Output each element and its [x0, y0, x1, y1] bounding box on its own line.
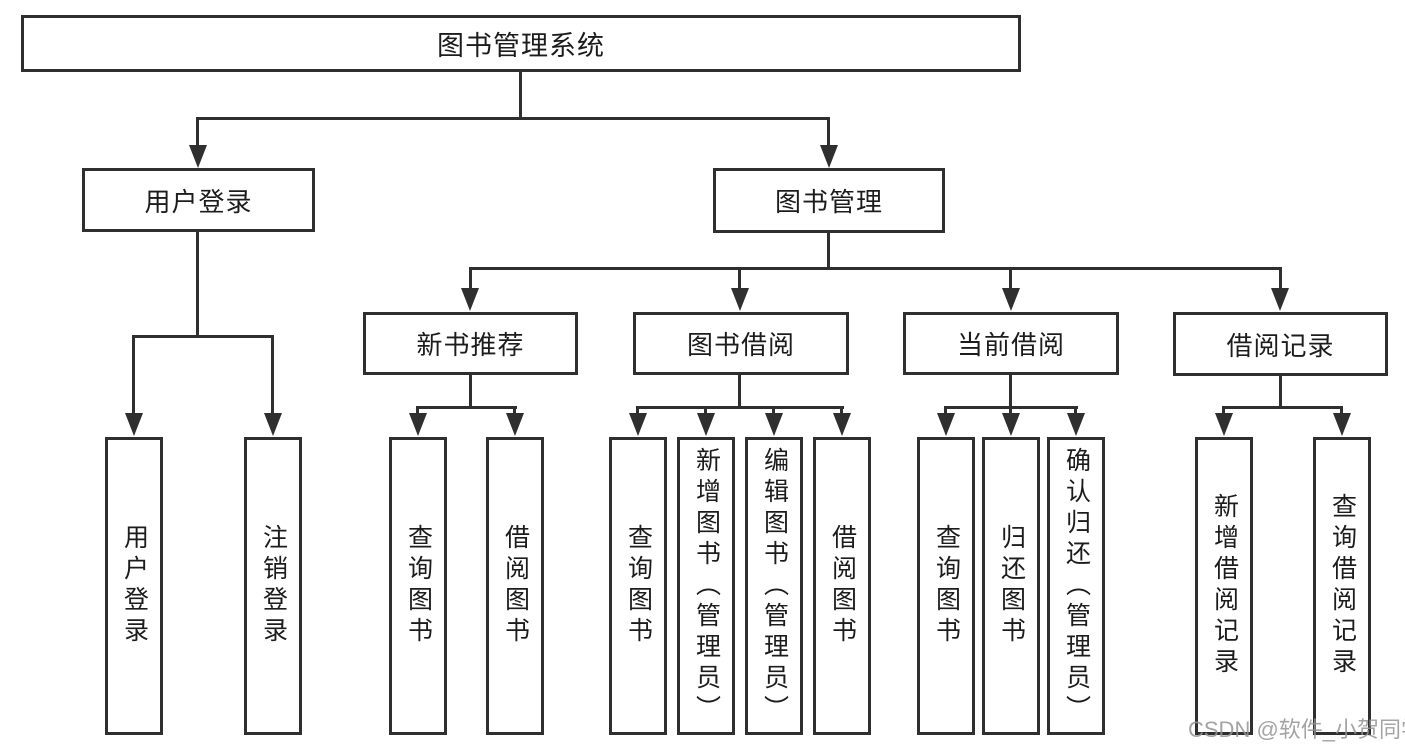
node-label: 查询借阅记录: [1328, 493, 1357, 679]
arrow-down-icon: [629, 413, 647, 436]
node-label: 新增图书（管理员）: [692, 446, 721, 726]
arrow-down-icon: [461, 288, 479, 311]
connector-line: [513, 406, 516, 418]
node-label: 查询图书: [404, 524, 433, 648]
connector-line: [469, 373, 472, 409]
node-label: 查询图书: [932, 524, 961, 648]
connector-line: [416, 406, 419, 418]
connector-line: [1222, 406, 1225, 418]
connector-line: [944, 406, 947, 418]
node-label: 图书借阅: [686, 330, 795, 360]
arrow-down-icon: [1333, 413, 1351, 436]
node-add-book-admin: 新增图书（管理员）: [677, 437, 735, 735]
node-label: 借阅图书: [501, 524, 530, 648]
connector-line: [196, 117, 199, 149]
node-label: 注销登录: [259, 524, 288, 648]
connector-line: [738, 267, 741, 293]
connector-line: [738, 373, 741, 409]
connector-line: [271, 335, 274, 418]
node-label: 新增借阅记录: [1210, 493, 1239, 679]
arrow-down-icon: [765, 413, 783, 436]
node-book-borrowing: 图书借阅: [633, 312, 849, 375]
node-return-books: 归还图书: [982, 437, 1040, 735]
arrow-down-icon: [125, 413, 143, 436]
connector-line: [772, 406, 775, 418]
arrow-down-icon: [731, 288, 749, 311]
arrow-down-icon: [1067, 413, 1085, 436]
node-query-books-current: 查询图书: [917, 437, 975, 735]
node-label: 借阅记录: [1226, 330, 1335, 361]
arrow-down-icon: [189, 145, 207, 168]
connector-line: [704, 406, 707, 418]
arrow-down-icon: [820, 145, 838, 168]
arrow-down-icon: [1215, 413, 1233, 436]
connector-line: [469, 267, 472, 293]
node-query-books-recommend: 查询图书: [389, 437, 447, 735]
node-book-management: 图书管理: [713, 168, 945, 233]
connector-line: [519, 70, 522, 120]
arrow-down-icon: [697, 413, 715, 436]
connector-line: [132, 335, 135, 418]
node-edit-book-admin: 编辑图书（管理员）: [745, 437, 803, 735]
connector-line: [1009, 406, 1012, 418]
arrow-down-icon: [1271, 288, 1289, 311]
connector-line: [827, 231, 830, 270]
connector-line: [1074, 406, 1077, 418]
connector-line: [1009, 267, 1012, 293]
connector-line: [132, 335, 274, 338]
node-label: 编辑图书（管理员）: [760, 446, 789, 726]
arrow-down-icon: [264, 413, 282, 436]
arrow-down-icon: [833, 413, 851, 436]
connector-line: [1340, 406, 1343, 418]
connector-line: [469, 267, 1282, 270]
node-query-borrow-record: 查询借阅记录: [1313, 437, 1371, 735]
connector-line: [416, 406, 517, 409]
watermark: CSDN @软件_小贺同学: [1188, 717, 1405, 742]
node-label: 图书管理系统: [437, 31, 605, 61]
node-label: 确认归还（管理员）: [1062, 446, 1091, 726]
node-borrow-books-borrowing: 借阅图书: [813, 437, 871, 735]
node-add-borrow-record: 新增借阅记录: [1195, 437, 1253, 735]
node-borrow-books-recommend: 借阅图书: [486, 437, 544, 735]
node-borrowing-records: 借阅记录: [1173, 312, 1388, 376]
connector-line: [1222, 406, 1343, 409]
connector-line: [1009, 373, 1012, 409]
arrow-down-icon: [1002, 288, 1020, 311]
arrow-down-icon: [1002, 413, 1020, 436]
node-label: 新书推荐: [416, 330, 525, 360]
connector-line: [636, 406, 639, 418]
node-label: 归还图书: [997, 524, 1026, 648]
arrow-down-icon: [506, 413, 524, 436]
node-label: 用户登录: [144, 186, 253, 217]
arrow-down-icon: [937, 413, 955, 436]
arrow-down-icon: [409, 413, 427, 436]
node-query-books-borrowing: 查询图书: [609, 437, 667, 735]
node-label: 图书管理: [774, 187, 883, 217]
node-current-borrowing: 当前借阅: [903, 312, 1119, 375]
node-user-login-group: 用户登录: [82, 168, 315, 232]
connector-line: [840, 406, 843, 418]
connector-line: [636, 406, 844, 409]
node-logout: 注销登录: [244, 437, 302, 735]
node-user-login: 用户登录: [105, 437, 163, 735]
node-confirm-return-admin: 确认归还（管理员）: [1047, 437, 1105, 735]
node-label: 查询图书: [624, 524, 653, 648]
node-label: 用户登录: [120, 524, 149, 648]
connector-line: [1279, 374, 1282, 409]
node-library-management-system: 图书管理系统: [21, 15, 1021, 72]
node-label: 当前借阅: [956, 330, 1065, 360]
connector-line: [196, 230, 199, 338]
connector-line: [827, 117, 830, 149]
node-label: 借阅图书: [828, 524, 857, 648]
connector-line: [1279, 267, 1282, 293]
node-new-book-recommend: 新书推荐: [363, 312, 578, 375]
connector-line: [196, 117, 830, 120]
